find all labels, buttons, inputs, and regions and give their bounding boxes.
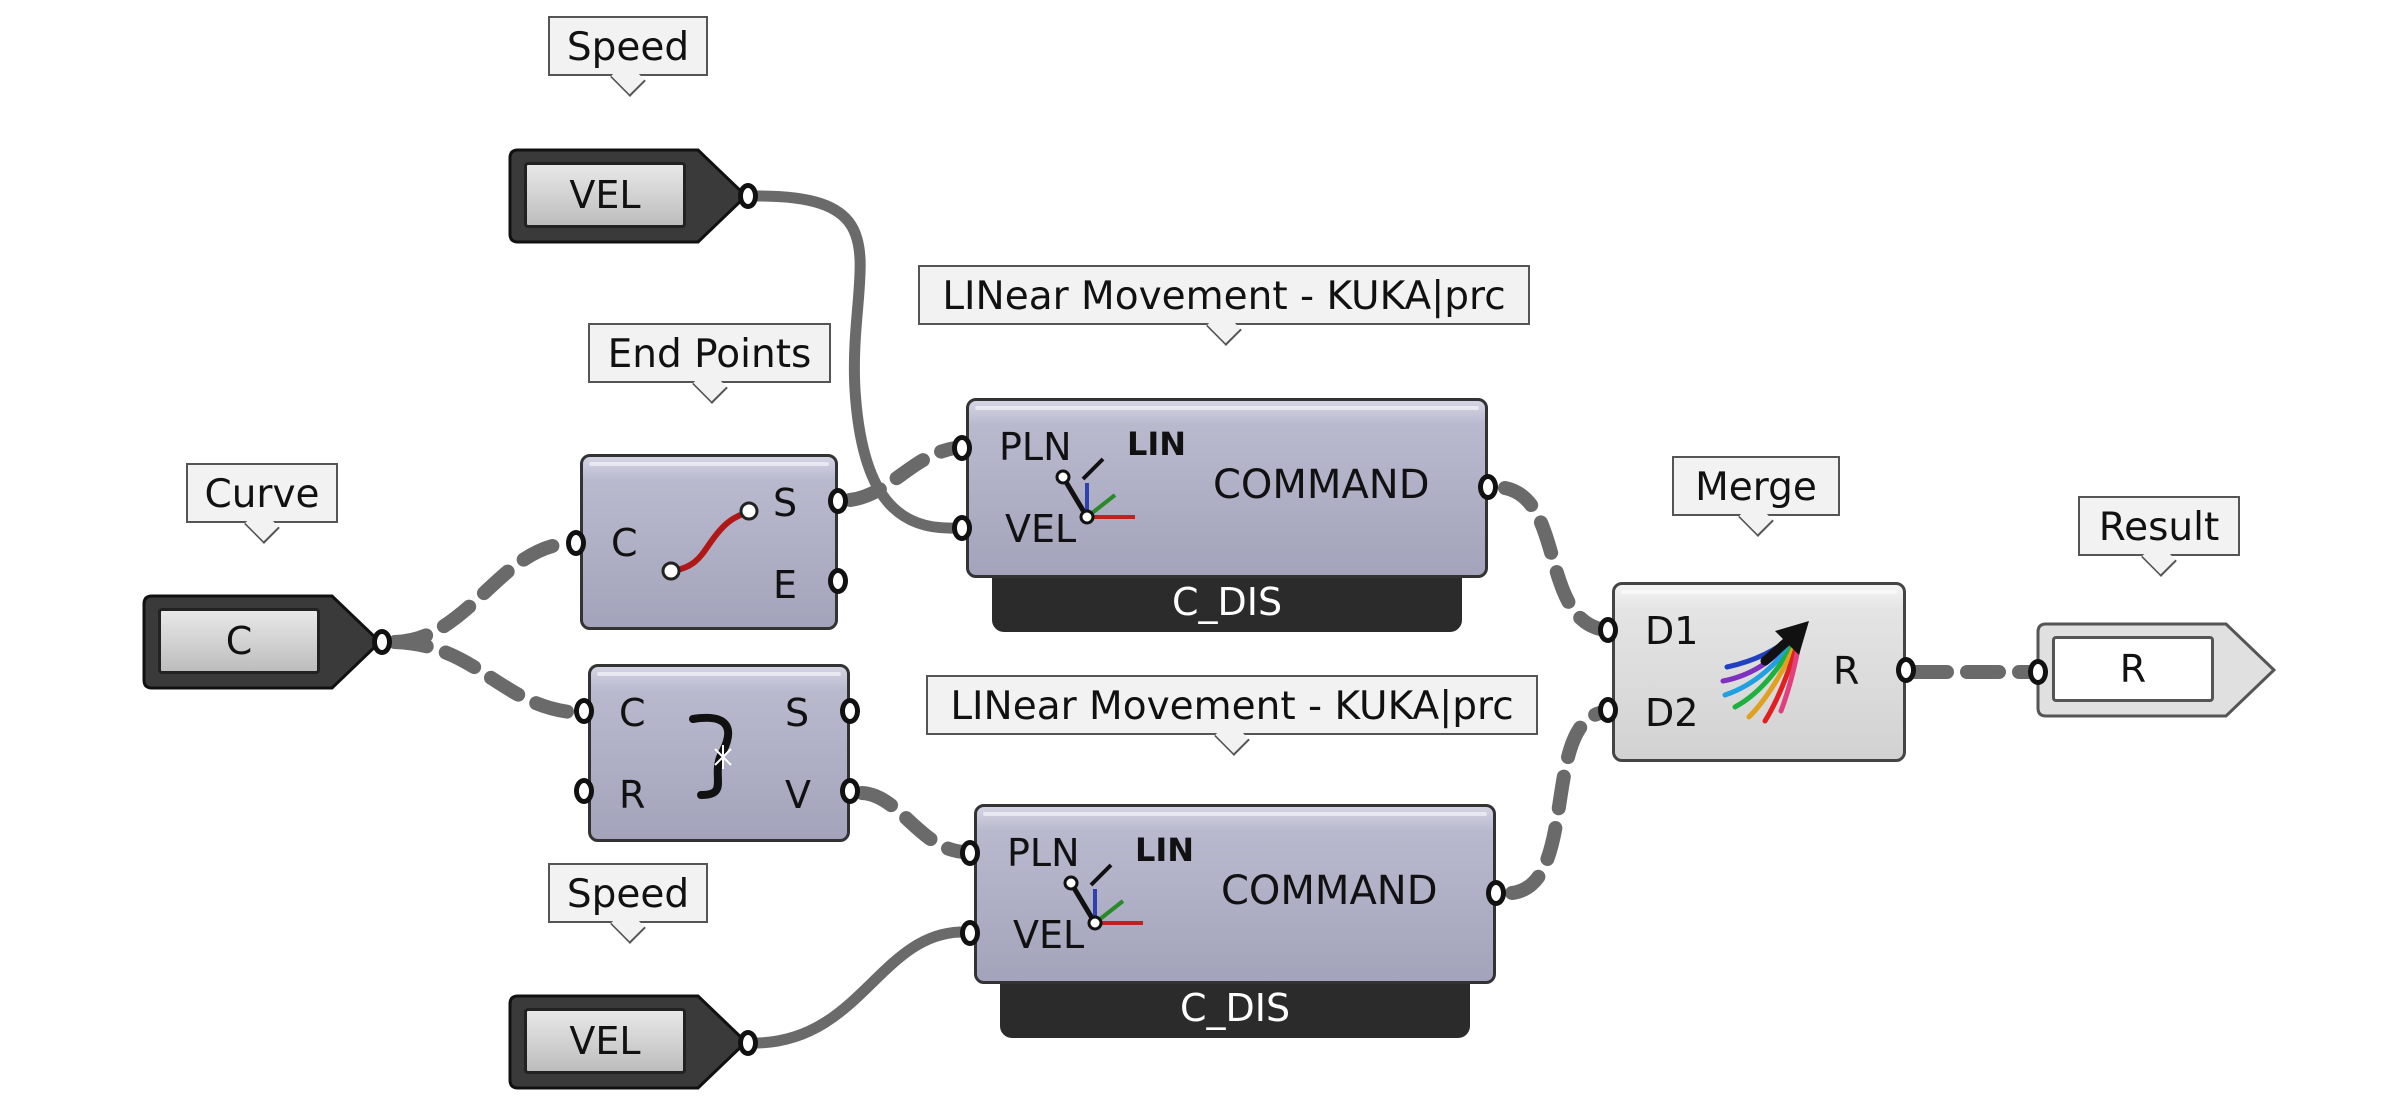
speed-param-top[interactable]: VEL	[508, 148, 748, 244]
end-points-output-e-grip[interactable]	[828, 568, 848, 594]
lin-bottom-output-command: COMMAND	[1221, 868, 1438, 914]
merge-output-r-grip[interactable]	[1896, 657, 1916, 683]
curve-param-output-grip[interactable]	[372, 629, 392, 655]
tag-lin-bottom: LINear Movement - KUKA|prc	[926, 675, 1538, 735]
tag-speed-top: Speed	[548, 16, 708, 76]
lin-bottom-input-pln-grip[interactable]	[960, 840, 980, 866]
merge-input-d2: D2	[1645, 691, 1699, 735]
speed-param-top-label: VEL	[524, 162, 686, 228]
seam-input-c-grip[interactable]	[574, 698, 594, 724]
seam-input-r: R	[619, 773, 646, 817]
wire-speed-bottom-to-lin-bottom	[752, 926, 966, 1049]
merge-input-d2-grip[interactable]	[1598, 697, 1618, 723]
curve-seam-icon	[689, 713, 733, 799]
end-points-input-c: C	[611, 521, 638, 565]
lin-movement-icon: LIN	[1063, 831, 1194, 931]
lin-movement-icon: LIN	[1055, 425, 1186, 525]
wire-lin-bottom-to-merge-d2	[1505, 705, 1612, 900]
merge-input-d1: D1	[1645, 609, 1699, 653]
lin-top-output-command: COMMAND	[1213, 462, 1430, 508]
tag-lin-top: LINear Movement - KUKA|prc	[918, 265, 1530, 325]
curve-param[interactable]: C	[142, 594, 382, 690]
end-points-output-s: S	[773, 481, 798, 525]
lin-bottom-footer: C_DIS	[1000, 978, 1470, 1038]
tag-speed-bottom: Speed	[548, 863, 708, 923]
wire-curve-to-endpoints	[388, 536, 579, 649]
lin-bottom-output-command-grip[interactable]	[1486, 880, 1506, 906]
speed-param-bottom-label: VEL	[524, 1008, 686, 1074]
speed-param-bottom[interactable]: VEL	[508, 994, 748, 1090]
wire-speed-top-to-lin-top	[752, 190, 961, 534]
lin-top-input-vel-grip[interactable]	[952, 515, 972, 541]
lin-top-component[interactable]: PLN VEL COMMAND LIN	[966, 398, 1488, 578]
lin-top-input-vel: VEL	[1005, 507, 1077, 551]
tag-result: Result	[2078, 496, 2240, 556]
wire-seam-v-to-lin-bottom-pln	[855, 786, 972, 859]
wire-lin-top-to-merge-d1	[1498, 481, 1612, 637]
lin-bottom-input-vel-grip[interactable]	[960, 920, 980, 946]
end-points-component[interactable]: C S E	[580, 454, 838, 630]
result-param-input-grip[interactable]	[2028, 659, 2048, 685]
tag-merge: Merge	[1672, 456, 1840, 516]
seam-input-r-grip[interactable]	[574, 778, 594, 804]
speed-param-top-output-grip[interactable]	[738, 183, 758, 209]
lin-top-input-pln-grip[interactable]	[952, 435, 972, 461]
end-points-output-e: E	[773, 563, 798, 607]
lin-top-icon-text: LIN	[1127, 425, 1186, 463]
lin-bottom-icon-text: LIN	[1135, 831, 1194, 869]
seam-output-s-grip[interactable]	[840, 698, 860, 724]
result-param-label: R	[2052, 636, 2214, 702]
seam-input-c: C	[619, 691, 646, 735]
wire-curve-to-seam	[388, 635, 587, 720]
lin-bottom-component[interactable]: PLN VEL COMMAND LIN	[974, 804, 1496, 984]
curve-param-label: C	[158, 608, 320, 674]
lin-bottom-input-pln: PLN	[1007, 831, 1080, 875]
merge-arrow-icon	[1720, 621, 1809, 724]
merge-input-d1-grip[interactable]	[1598, 617, 1618, 643]
tag-curve: Curve	[186, 463, 338, 523]
lin-bottom-input-vel: VEL	[1013, 913, 1085, 957]
tag-end-points: End Points	[588, 323, 831, 383]
speed-param-bottom-output-grip[interactable]	[738, 1030, 758, 1056]
merge-component[interactable]: D1 D2 R	[1612, 582, 1906, 762]
seam-output-s: S	[785, 691, 810, 735]
lin-top-input-pln: PLN	[999, 425, 1072, 469]
seam-component[interactable]: C R S V	[588, 664, 850, 842]
seam-output-v-grip[interactable]	[840, 778, 860, 804]
lin-top-footer: C_DIS	[992, 572, 1462, 632]
result-param[interactable]: R	[2036, 622, 2276, 718]
wire-endpoints-s-to-lin-top-pln	[843, 441, 962, 507]
end-points-input-grip[interactable]	[566, 530, 586, 556]
curve-endpoints-icon	[661, 501, 759, 581]
end-points-output-s-grip[interactable]	[828, 488, 848, 514]
merge-output-r: R	[1833, 649, 1860, 693]
seam-output-v: V	[785, 773, 811, 817]
lin-top-output-command-grip[interactable]	[1478, 474, 1498, 500]
